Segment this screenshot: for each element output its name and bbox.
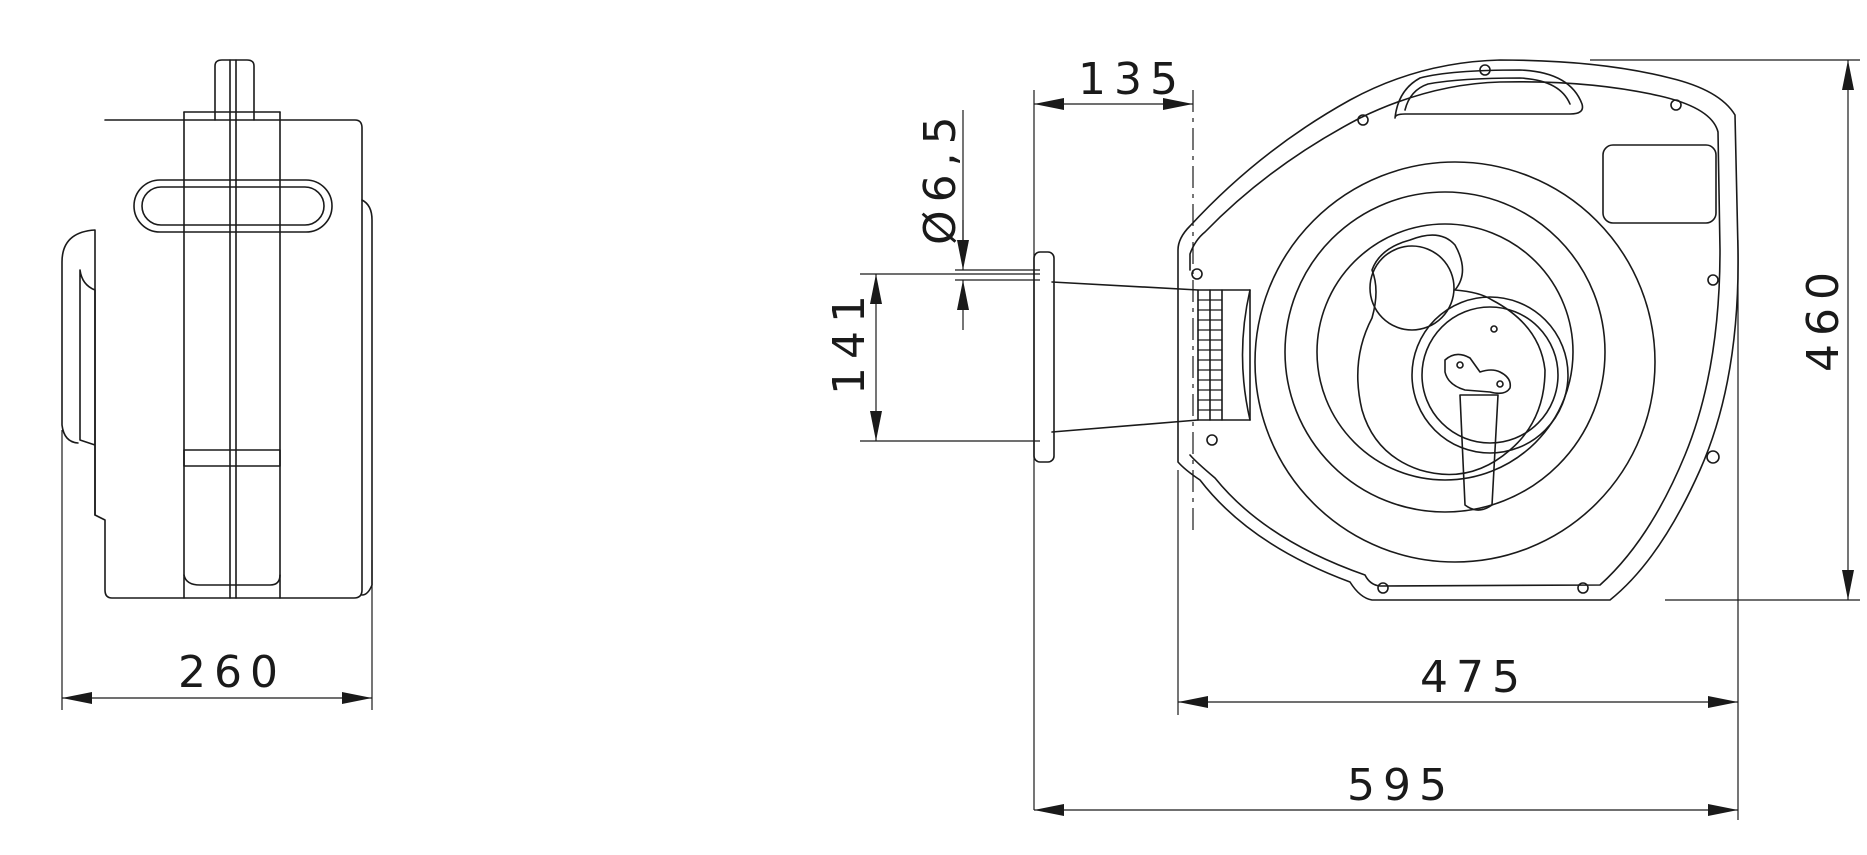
dim-label-overall-width: 595 xyxy=(1347,760,1455,811)
mount-hole xyxy=(1357,114,1369,126)
front-hub-circle-outer xyxy=(1411,296,1569,454)
front-hub-lever xyxy=(1459,394,1499,511)
side-housing-right-edge xyxy=(361,199,373,596)
front-housing-inner-rim xyxy=(1189,80,1721,587)
front-inlet-funnel xyxy=(1051,281,1251,433)
front-top-handle-inner xyxy=(1404,77,1571,111)
dim-label-body-width: 475 xyxy=(1420,652,1528,703)
side-view: 260 xyxy=(61,59,373,710)
mount-hole xyxy=(1377,582,1389,594)
front-hub-cam xyxy=(1444,353,1512,395)
front-mount-plate xyxy=(1033,251,1055,463)
mount-hole xyxy=(1479,64,1491,76)
dim-label-inlet-offset: 135 xyxy=(1078,54,1186,105)
front-inlet-collar xyxy=(1197,289,1223,421)
front-cam-pin xyxy=(1456,361,1464,369)
dim-label-side-width: 260 xyxy=(178,647,286,698)
dim-label-bracket-height: 141 xyxy=(824,287,875,395)
side-grip-slot xyxy=(133,179,333,233)
front-reel-outer xyxy=(1254,161,1656,563)
mount-hole xyxy=(1191,268,1203,280)
side-foot xyxy=(183,574,281,586)
front-hose-port xyxy=(1369,245,1455,331)
side-handle xyxy=(214,59,255,121)
side-grip-slot-inner xyxy=(141,186,325,226)
front-inlet-curve xyxy=(1241,289,1251,421)
mount-hole xyxy=(1670,99,1682,111)
front-view: 135 Ø6,5 141 460 475 595 xyxy=(824,54,1860,820)
side-housing-left-bulge xyxy=(61,229,96,516)
front-hub-profile xyxy=(1357,234,1546,476)
dim-label-height: 460 xyxy=(1798,264,1849,372)
front-inlet-ribs xyxy=(1198,299,1222,411)
mount-hole xyxy=(1577,582,1589,594)
side-housing-outline xyxy=(79,119,363,599)
front-reel-ring xyxy=(1284,191,1606,513)
front-top-handle xyxy=(1394,69,1584,119)
front-reel-drum xyxy=(1316,223,1574,481)
front-hub-circle xyxy=(1421,306,1559,444)
side-lower-band xyxy=(183,449,281,467)
mount-hole xyxy=(1707,274,1719,286)
front-cam-pin-2 xyxy=(1496,380,1504,388)
front-label-plate xyxy=(1602,144,1717,224)
mount-hole xyxy=(1706,450,1720,464)
dim-label-hole-diameter: Ø6,5 xyxy=(915,108,966,245)
mount-hole xyxy=(1206,434,1218,446)
front-hub-pin xyxy=(1490,325,1498,333)
